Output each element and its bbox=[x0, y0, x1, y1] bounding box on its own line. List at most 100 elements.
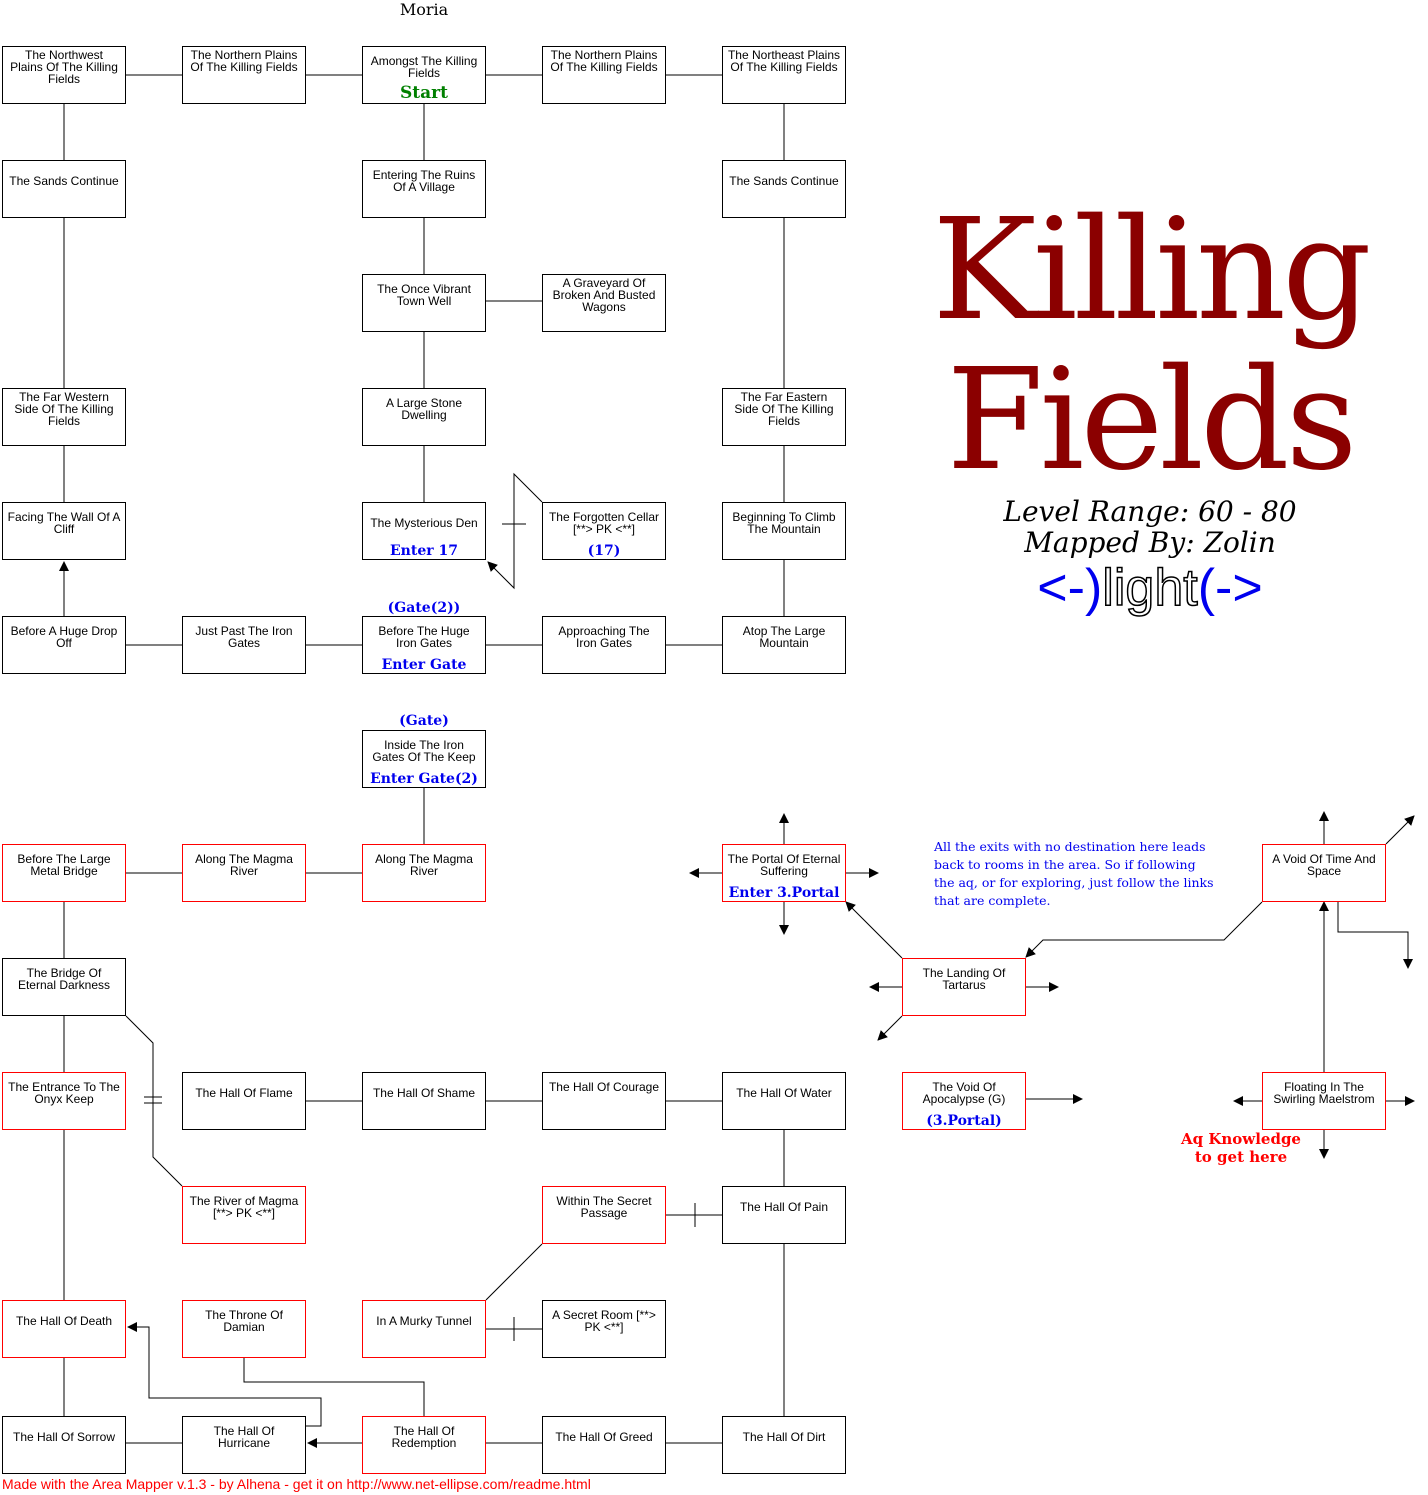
room-box[interactable]: The Forgotten Cellar [**> PK <**] (17) bbox=[542, 502, 666, 560]
room-box[interactable]: Within The Secret Passage bbox=[542, 1186, 666, 1244]
room-box[interactable]: The Northern Plains Of The Killing Field… bbox=[182, 46, 306, 104]
room-label: Before The Huge Iron Gates bbox=[378, 624, 470, 650]
room-box[interactable]: The Bridge Of Eternal Darkness bbox=[2, 958, 126, 1016]
room-label: The Hall Of Dirt bbox=[742, 1430, 826, 1444]
room-label: The Northwest Plains Of The Killing Fiel… bbox=[10, 48, 118, 86]
room-label: The Hall Of Sorrow bbox=[12, 1430, 116, 1444]
room-box[interactable]: The Northwest Plains Of The Killing Fiel… bbox=[2, 46, 126, 104]
room-label: The Forgotten Cellar [**> PK <**] bbox=[548, 510, 660, 536]
room-label: The Northern Plains Of The Killing Field… bbox=[550, 48, 658, 74]
room-link-label[interactable]: Start bbox=[400, 83, 448, 103]
room-box[interactable]: The Hall Of Redemption bbox=[362, 1416, 486, 1474]
room-label: The Far Eastern Side Of The Killing Fiel… bbox=[734, 390, 834, 428]
room-link-label[interactable]: Enter Gate bbox=[381, 657, 467, 673]
room-label: The Northeast Plains Of The Killing Fiel… bbox=[727, 48, 841, 74]
level-range: Level Range: 60 - 80 bbox=[1003, 495, 1297, 528]
room-box[interactable]: The Northern Plains Of The Killing Field… bbox=[542, 46, 666, 104]
room-box[interactable]: The Hall Of Greed bbox=[542, 1416, 666, 1474]
room-label: Inside The Iron Gates Of The Keep bbox=[372, 738, 476, 764]
room-label: The Hall Of Death bbox=[15, 1314, 113, 1328]
room-label: In A Murky Tunnel bbox=[376, 1314, 472, 1328]
room-box[interactable]: The Sands Continue bbox=[722, 160, 846, 218]
room-label: The Hall Of Pain bbox=[739, 1200, 829, 1214]
room-box[interactable]: The Hall Of Shame bbox=[362, 1072, 486, 1130]
room-box[interactable]: A Secret Room [**> PK <**] bbox=[542, 1300, 666, 1358]
room-box[interactable]: The Hall Of Water bbox=[722, 1072, 846, 1130]
room-box[interactable]: Along The Magma River bbox=[182, 844, 306, 902]
room-link-label[interactable]: Enter 17 bbox=[390, 543, 458, 559]
room-label: A Secret Room [**> PK <**] bbox=[552, 1308, 656, 1334]
room-box[interactable]: A Large Stone Dwelling bbox=[362, 388, 486, 446]
room-link-label[interactable]: Enter 3.Portal bbox=[728, 885, 840, 901]
room-link-label[interactable]: Enter Gate(2) bbox=[370, 771, 478, 787]
room-link-label[interactable]: (17) bbox=[587, 543, 621, 559]
room-box[interactable]: Beginning To Climb The Mountain bbox=[722, 502, 846, 560]
room-box[interactable]: The Landing Of Tartarus bbox=[902, 958, 1026, 1016]
room-box[interactable]: The Sands Continue bbox=[2, 160, 126, 218]
room-label: Amongst The Killing Fields bbox=[370, 54, 478, 80]
room-box[interactable]: The Far Western Side Of The Killing Fiel… bbox=[2, 388, 126, 446]
room-box[interactable]: In A Murky Tunnel bbox=[362, 1300, 486, 1358]
room-box[interactable]: The Hall Of Death bbox=[2, 1300, 126, 1358]
room-label: Facing The Wall Of A Cliff bbox=[7, 510, 121, 536]
room-label: A Void Of Time And Space bbox=[1272, 852, 1376, 878]
room-label: The Hall Of Redemption bbox=[391, 1424, 457, 1450]
room-box[interactable]: A Void Of Time And Space bbox=[1262, 844, 1386, 902]
room-box[interactable]: Floating In The Swirling Maelstrom bbox=[1262, 1072, 1386, 1130]
mapped-by: Mapped By: Zolin bbox=[1024, 526, 1276, 559]
room-label: Before The Large Metal Bridge bbox=[17, 852, 111, 878]
room-label: The Once Vibrant Town Well bbox=[377, 282, 471, 308]
room-label: The Hall Of Greed bbox=[555, 1430, 653, 1444]
room-label: The Northern Plains Of The Killing Field… bbox=[190, 48, 298, 74]
footer-credit: Made with the Area Mapper v.1.3 - by Alh… bbox=[2, 1476, 591, 1492]
gate-label: (Gate) bbox=[399, 713, 449, 729]
room-label: The Portal Of Eternal Suffering bbox=[727, 852, 841, 878]
room-label: Atop The Large Mountain bbox=[742, 624, 826, 650]
title-line2: Fields bbox=[946, 339, 1357, 502]
room-box[interactable]: The Entrance To The Onyx Keep bbox=[2, 1072, 126, 1130]
room-box[interactable]: The Northeast Plains Of The Killing Fiel… bbox=[722, 46, 846, 104]
room-box[interactable]: The Void Of Apocalypse (G)(3.Portal) bbox=[902, 1072, 1026, 1130]
room-box[interactable]: The River of Magma [**> PK <**] bbox=[182, 1186, 306, 1244]
room-box[interactable]: The Far Eastern Side Of The Killing Fiel… bbox=[722, 388, 846, 446]
room-label: The Bridge Of Eternal Darkness bbox=[17, 966, 111, 992]
room-label: Along The Magma River bbox=[195, 852, 293, 878]
room-label: The Sands Continue bbox=[729, 174, 839, 188]
room-box[interactable]: The Hall Of Courage bbox=[542, 1072, 666, 1130]
room-box[interactable]: Before A Huge Drop Off bbox=[2, 616, 126, 674]
room-link-label[interactable]: (3.Portal) bbox=[926, 1113, 1002, 1129]
room-label: The Landing Of Tartarus bbox=[922, 966, 1006, 992]
signature-mid: light bbox=[1102, 558, 1199, 618]
room-box[interactable]: The Hall Of Dirt bbox=[722, 1416, 846, 1474]
area-title-logo: Killing Fields Level Range: 60 - 80 Mapp… bbox=[900, 196, 1400, 618]
room-box[interactable]: Atop The Large Mountain bbox=[722, 616, 846, 674]
room-box[interactable]: The Hall Of Sorrow bbox=[2, 1416, 126, 1474]
signature: <-)light(-> bbox=[900, 558, 1400, 618]
room-box[interactable]: Approaching The Iron Gates bbox=[542, 616, 666, 674]
signature-left: <-) bbox=[1037, 559, 1103, 617]
room-box[interactable]: The Hall Of Pain bbox=[722, 1186, 846, 1244]
room-box[interactable]: Just Past The Iron Gates bbox=[182, 616, 306, 674]
room-box[interactable]: Entering The Ruins Of A Village bbox=[362, 160, 486, 218]
room-label: The Hall Of Water bbox=[736, 1086, 832, 1100]
exits-note: All the exits with no destination here l… bbox=[934, 839, 1214, 908]
exit-label-moria[interactable]: Moria bbox=[399, 0, 449, 19]
room-box[interactable]: The Throne Of Damian bbox=[182, 1300, 306, 1358]
room-box[interactable]: A Graveyard Of Broken And Busted Wagons bbox=[542, 274, 666, 332]
title-line1: Killing bbox=[932, 189, 1371, 352]
room-box[interactable]: Facing The Wall Of A Cliff bbox=[2, 502, 126, 560]
room-box[interactable]: The Hall Of Flame bbox=[182, 1072, 306, 1130]
room-box[interactable]: Along The Magma River bbox=[362, 844, 486, 902]
room-box[interactable]: The Hall Of Hurricane bbox=[182, 1416, 306, 1474]
room-box[interactable]: Before The Large Metal Bridge bbox=[2, 844, 126, 902]
room-label: Within The Secret Passage bbox=[556, 1194, 652, 1220]
room-box[interactable]: The Once Vibrant Town Well bbox=[362, 274, 486, 332]
room-label: Just Past The Iron Gates bbox=[195, 624, 293, 650]
